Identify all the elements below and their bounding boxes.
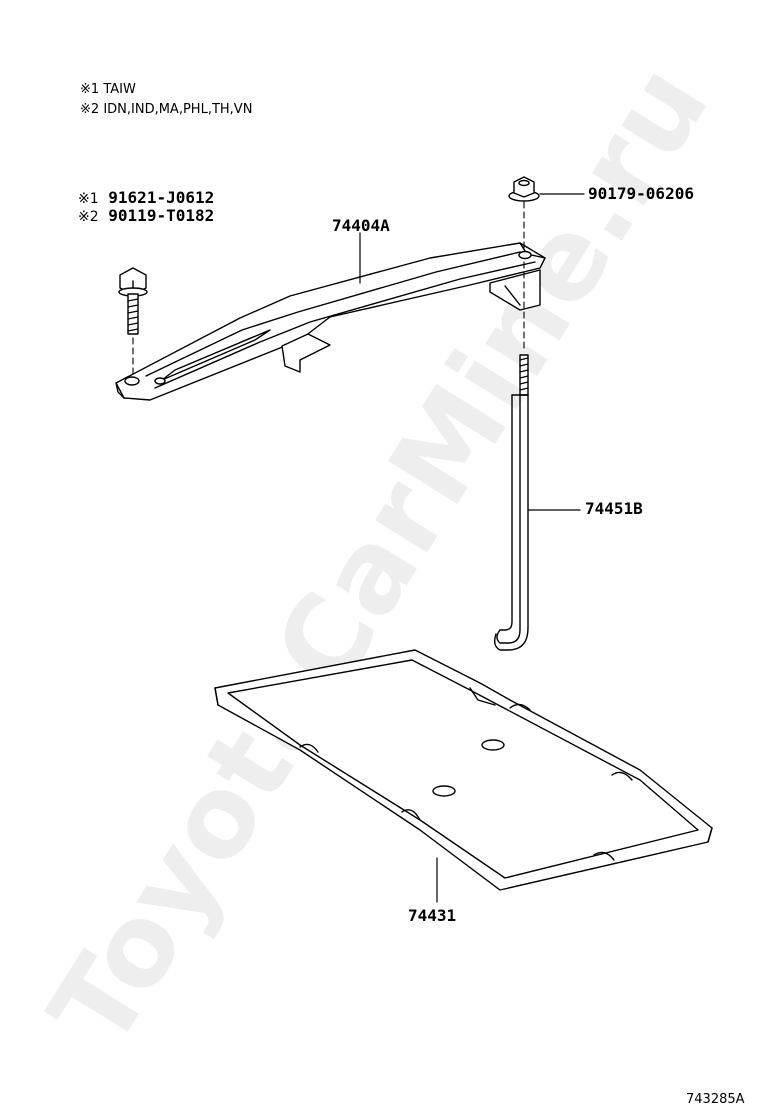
note-2-text: IDN,IND,MA,PHL,TH,VN bbox=[103, 102, 253, 117]
bolt-label-1[interactable]: ※1 91621-J0612 bbox=[78, 188, 215, 207]
bolt-label-2[interactable]: ※2 90119-T0182 bbox=[78, 206, 215, 225]
flange-bolt bbox=[118, 267, 148, 379]
flange-nut bbox=[508, 176, 540, 253]
bolt-label-2-mark: ※2 bbox=[78, 209, 99, 225]
tray-label[interactable]: 74431 bbox=[408, 906, 457, 925]
note-2-mark: ※2 bbox=[80, 102, 100, 117]
note-1-text: TAIW bbox=[103, 82, 136, 97]
illustration-number: 743285A bbox=[686, 1092, 745, 1107]
note-2: ※2 IDN,IND,MA,PHL,TH,VN bbox=[80, 103, 252, 116]
clamp-label[interactable]: 74404A bbox=[332, 216, 390, 235]
bolt-label-1-number: 91621-J0612 bbox=[108, 188, 215, 207]
note-1: ※1 TAIW bbox=[80, 83, 136, 96]
bolt-label-2-number: 90119-T0182 bbox=[108, 206, 215, 225]
nut-label[interactable]: 90179-06206 bbox=[588, 184, 694, 203]
bolt-label-1-mark: ※1 bbox=[78, 191, 99, 207]
rod-label[interactable]: 74451B bbox=[585, 499, 643, 518]
battery-tray bbox=[214, 649, 713, 891]
hold-down-rod bbox=[493, 261, 529, 651]
battery-clamp bbox=[115, 242, 546, 401]
note-1-mark: ※1 bbox=[80, 82, 100, 97]
